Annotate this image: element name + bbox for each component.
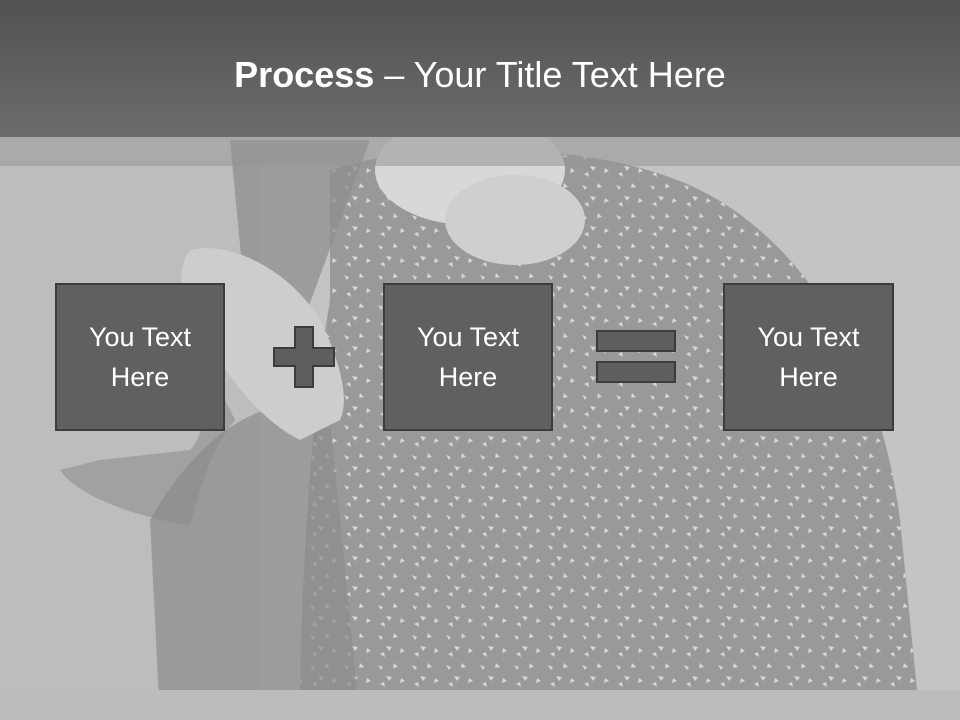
plus-icon: [273, 326, 335, 388]
process-box-1-text: You Text Here: [88, 322, 192, 392]
title-underband: [0, 137, 960, 166]
process-box-1: You Text Here: [55, 283, 225, 431]
process-box-2: You Text Here: [383, 283, 553, 431]
title-bold: Process: [234, 54, 375, 95]
process-box-3: You Text Here: [723, 283, 894, 431]
process-box-3-text: You Text Here: [757, 322, 860, 392]
title-dash: –: [374, 54, 414, 95]
title-bar: [0, 0, 960, 137]
equals-icon: [596, 330, 676, 383]
title-rest: Your Title Text Here: [413, 54, 726, 95]
process-box-2-text: You Text Here: [416, 322, 520, 392]
slide-title: Process – Your Title Text Here: [0, 50, 960, 100]
